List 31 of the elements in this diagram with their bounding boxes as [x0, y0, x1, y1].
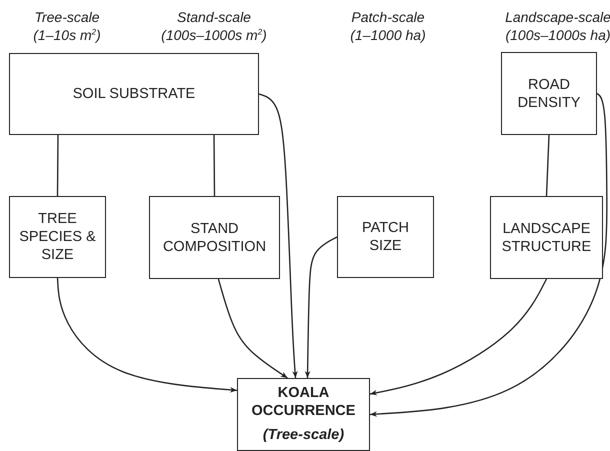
node-label: LANDSCAPE STRUCTURE — [500, 220, 592, 256]
process-box — [501, 52, 597, 135]
node-label: ROAD DENSITY — [516, 76, 582, 112]
column-heading: Patch-scale — [351, 8, 425, 26]
connector-line — [546, 134, 550, 196]
connector-line — [56, 135, 59, 196]
arrow — [56, 278, 238, 393]
arrow — [370, 93, 608, 417]
node-label: TREE SPECIES & SIZE — [18, 210, 97, 264]
process-box — [9, 53, 259, 135]
column-heading: Tree-scale — [34, 8, 100, 26]
process-box — [9, 196, 106, 278]
connector-line — [213, 135, 216, 196]
arrow — [370, 278, 548, 396]
scale-range: (1–1000 ha) — [350, 26, 426, 44]
arrow — [218, 278, 288, 379]
column-heading: Stand-scale — [177, 8, 251, 26]
node-sublabel: (Tree-scale) — [262, 426, 346, 444]
process-box — [149, 196, 280, 279]
scale-range: (100s–1000s ha) — [505, 26, 610, 44]
process-box — [490, 196, 603, 279]
scale-range: (100s–1000s m$^{2}$) — [161, 26, 267, 44]
node-label: SOIL SUBSTRATE — [72, 85, 196, 103]
arrow — [258, 93, 298, 378]
process-box — [237, 378, 370, 451]
node-label: KOALA OCCURRENCE — [250, 384, 356, 420]
arrow — [304, 236, 338, 378]
node-label: STAND COMPOSITION — [162, 220, 268, 256]
node-label: PATCH SIZE — [361, 219, 410, 255]
scale-range: (1–10s m$^{2}$) — [33, 26, 101, 44]
process-box — [337, 196, 434, 278]
